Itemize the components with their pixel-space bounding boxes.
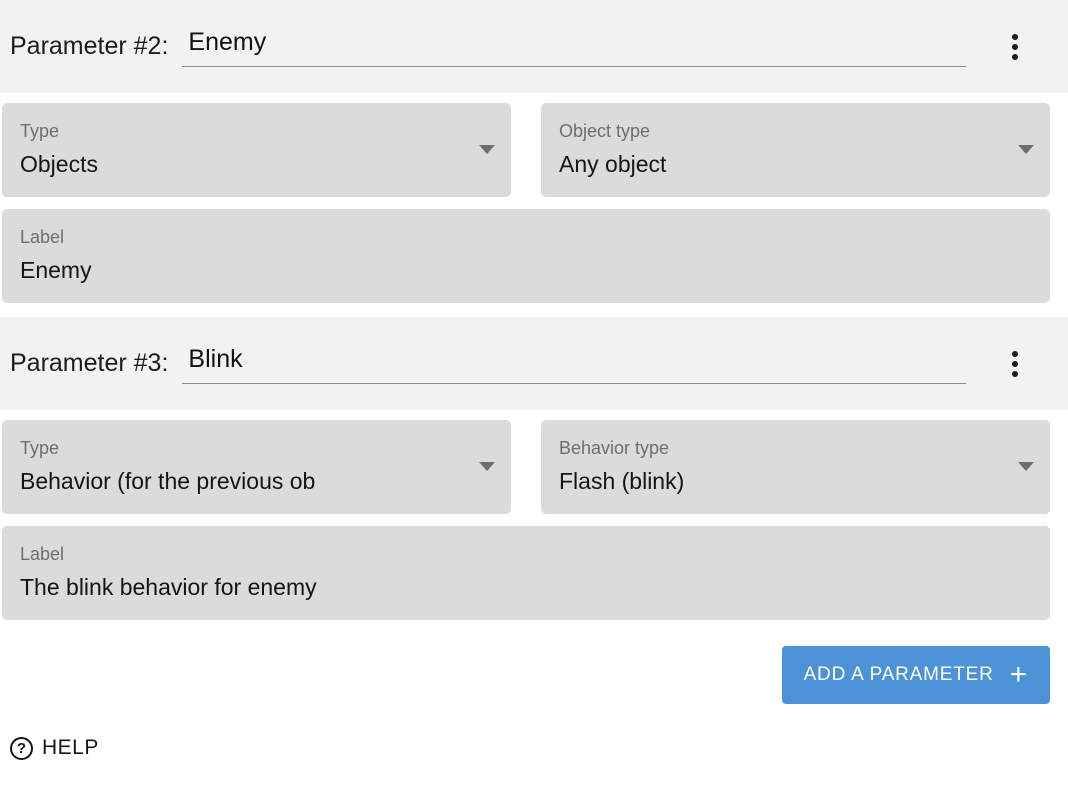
add-parameter-button-label: ADD A PARAMETER <box>803 664 994 685</box>
field-value: Enemy <box>20 257 92 283</box>
parameter-title: Parameter #3: <box>10 349 169 377</box>
label-field[interactable]: Label Enemy <box>2 209 1050 303</box>
field-label: Object type <box>559 121 651 141</box>
parameter-fields: Type Behavior (for the previous ob Behav… <box>2 420 1050 620</box>
dropdown-arrow-icon <box>1018 145 1034 154</box>
parameter-name-input[interactable]: Blink <box>182 343 966 384</box>
field-value: Behavior (for the previous ob <box>20 468 316 494</box>
type-select[interactable]: Type Behavior (for the previous ob <box>2 420 511 514</box>
help-icon: ? <box>10 736 33 760</box>
parameter-block: Parameter #3: Blink Type Behavior (for t… <box>0 317 1068 620</box>
field-value: The blink behavior for enemy <box>20 574 317 600</box>
kebab-dot <box>1012 360 1018 367</box>
field-value: Objects <box>20 151 98 177</box>
button-row: ADD A PARAMETER + <box>2 646 1050 704</box>
kebab-dot <box>1012 350 1018 357</box>
field-label: Behavior type <box>559 438 670 458</box>
type-select[interactable]: Type Objects <box>2 103 511 197</box>
dropdown-arrow-icon <box>479 462 495 471</box>
object-type-select[interactable]: Object type Any object <box>541 103 1050 197</box>
field-label: Type <box>20 438 60 458</box>
more-options-icon[interactable] <box>1006 28 1024 66</box>
help-label: HELP <box>42 736 99 759</box>
field-label: Label <box>20 544 65 564</box>
add-parameter-button[interactable]: ADD A PARAMETER + <box>781 646 1050 704</box>
label-field[interactable]: Label The blink behavior for enemy <box>2 526 1050 620</box>
parameter-fields: Type Objects Object type Any object Labe… <box>2 103 1050 303</box>
plus-icon: + <box>1009 658 1028 691</box>
parameter-name-input[interactable]: Enemy <box>182 26 966 67</box>
parameter-title: Parameter #2: <box>10 32 169 60</box>
more-options-icon[interactable] <box>1006 345 1024 383</box>
dropdown-arrow-icon <box>1018 462 1034 471</box>
kebab-dot <box>1012 370 1018 377</box>
parameter-header: Parameter #2: Enemy <box>0 0 1068 93</box>
kebab-dot <box>1012 53 1018 60</box>
field-label: Type <box>20 121 60 141</box>
behavior-type-select[interactable]: Behavior type Flash (blink) <box>541 420 1050 514</box>
parameter-header: Parameter #3: Blink <box>0 317 1068 410</box>
field-value: Flash (blink) <box>559 468 685 494</box>
field-value: Any object <box>559 151 667 177</box>
field-label: Label <box>20 227 65 247</box>
kebab-dot <box>1012 43 1018 50</box>
dropdown-arrow-icon <box>479 145 495 154</box>
kebab-dot <box>1012 33 1018 40</box>
parameter-block: Parameter #2: Enemy Type Objects Object … <box>0 0 1068 303</box>
help-link[interactable]: ? HELP <box>10 736 99 760</box>
